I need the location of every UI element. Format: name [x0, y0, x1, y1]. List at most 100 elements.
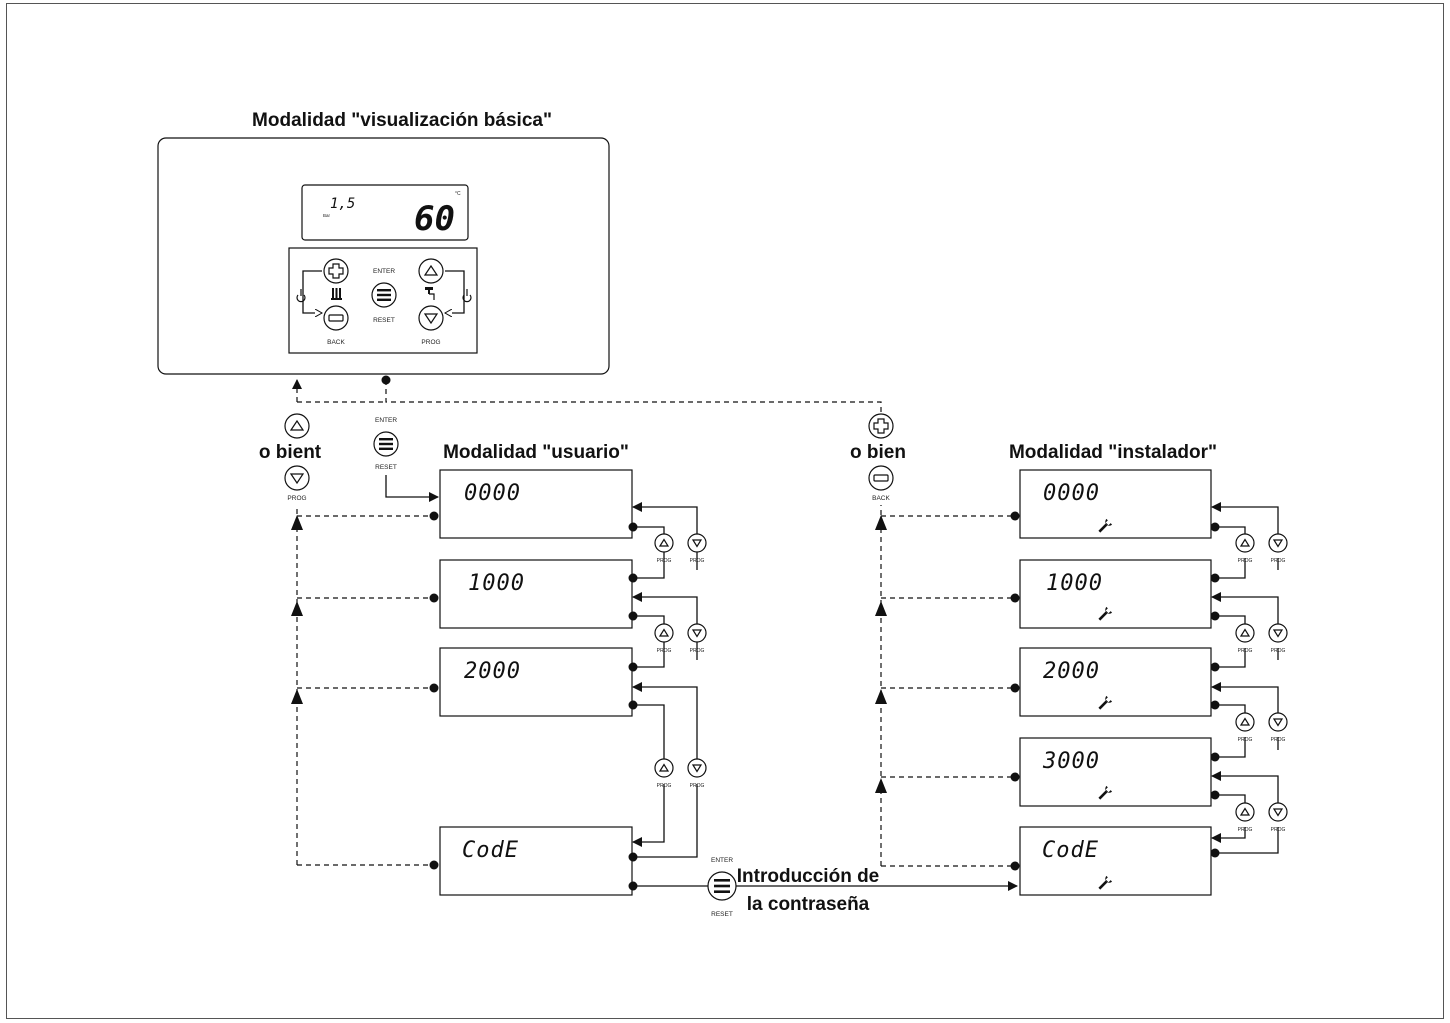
user-nav-up-button[interactable]: [654, 533, 674, 553]
wrench-icon: [1098, 606, 1113, 621]
menu-lines-icon: [379, 438, 393, 450]
connector-minus-button[interactable]: [868, 465, 894, 491]
installer-menu-item[interactable]: 2000: [1019, 647, 1212, 717]
nav-prog-label: PROG: [1238, 648, 1253, 654]
down-triangle-icon: [289, 473, 305, 485]
nav-prog-label: PROG: [1238, 827, 1253, 833]
up-triangle-icon: [658, 628, 670, 637]
enter-label-left: ENTER: [375, 417, 397, 424]
nav-prog-label: PROG: [1238, 558, 1253, 564]
nav-prog-label: PROG: [1271, 558, 1286, 564]
temperature-unit: °C: [455, 191, 461, 197]
nav-prog-label: PROG: [657, 648, 672, 654]
user-menu-item[interactable]: CodE: [439, 826, 633, 896]
minus-icon: [328, 314, 344, 322]
password-step-line2: la contraseña: [747, 894, 870, 915]
up-triangle-icon: [289, 419, 305, 431]
temperature-readout: 60: [414, 199, 455, 239]
installer-menu-code: 0000: [1043, 481, 1100, 506]
basic-lcd: [301, 184, 469, 241]
wrench-icon: [1098, 695, 1113, 710]
down-button[interactable]: [418, 305, 444, 331]
nav-prog-label: PROG: [657, 558, 672, 564]
user-nav-down-button[interactable]: [687, 533, 707, 553]
down-triangle-icon: [691, 539, 703, 548]
down-triangle-icon: [1272, 718, 1284, 727]
installer-menu-code: 3000: [1042, 749, 1100, 774]
back-label: BACK: [327, 339, 345, 346]
nav-prog-label: PROG: [1238, 737, 1253, 743]
wrench-icon: [1098, 518, 1113, 533]
power-icon: [296, 289, 306, 303]
power-icon: [462, 289, 472, 303]
installer-nav-up-button[interactable]: [1235, 623, 1255, 643]
wrench-icon: [1098, 875, 1113, 890]
installer-nav-down-button[interactable]: [1268, 623, 1288, 643]
user-menu-item[interactable]: 0000: [439, 469, 633, 539]
user-nav-down-button[interactable]: [687, 758, 707, 778]
installer-menu-code: 2000: [1043, 659, 1100, 684]
installer-nav-up-button[interactable]: [1235, 533, 1255, 553]
plus-icon: [873, 418, 889, 434]
user-mode-title: Modalidad "usuario": [443, 442, 629, 463]
installer-nav-up-button[interactable]: [1235, 712, 1255, 732]
up-triangle-icon: [423, 264, 439, 276]
back-label-right: BACK: [872, 495, 890, 502]
installer-menu-item[interactable]: 1000: [1019, 559, 1212, 629]
up-triangle-icon: [658, 763, 670, 772]
nav-prog-label: PROG: [1271, 737, 1286, 743]
user-nav-up-button[interactable]: [654, 623, 674, 643]
installer-nav-down-button[interactable]: [1268, 533, 1288, 553]
password-reset-label: RESET: [711, 911, 733, 918]
down-triangle-icon: [1272, 539, 1284, 548]
up-triangle-icon: [1239, 628, 1251, 637]
up-button[interactable]: [418, 258, 444, 284]
up-triangle-icon: [1239, 717, 1251, 726]
down-triangle-icon: [1272, 808, 1284, 817]
connector-plus-button[interactable]: [868, 413, 894, 439]
installer-menu-item[interactable]: CodE: [1019, 826, 1212, 896]
installer-menu-code: CodE: [1042, 838, 1099, 863]
connector-down-button[interactable]: [284, 465, 310, 491]
nav-prog-label: PROG: [1271, 827, 1286, 833]
user-nav-up-button[interactable]: [654, 758, 674, 778]
menu-lines-icon: [714, 879, 730, 893]
up-triangle-icon: [658, 538, 670, 547]
radiator-icon: [331, 288, 342, 300]
diagram-frame: [6, 3, 1444, 1019]
installer-nav-down-button[interactable]: [1268, 712, 1288, 732]
installer-menu-code: 1000: [1046, 571, 1103, 596]
down-triangle-icon: [423, 313, 439, 325]
connector-up-button[interactable]: [284, 413, 310, 439]
pressure-unit: Bar: [323, 213, 331, 218]
password-enter-label: ENTER: [711, 857, 733, 864]
connector-enter-button[interactable]: [373, 431, 399, 457]
prog-label: PROG: [421, 339, 440, 346]
nav-prog-label: PROG: [690, 558, 705, 564]
user-menu-item[interactable]: 1000: [439, 559, 633, 629]
user-nav-down-button[interactable]: [687, 623, 707, 643]
installer-menu-item[interactable]: 0000: [1019, 469, 1212, 539]
enter-button[interactable]: [371, 282, 397, 308]
wrench-icon: [1098, 785, 1113, 800]
user-menu-code: 0000: [464, 481, 521, 506]
minus-icon: [873, 474, 889, 482]
installer-nav-up-button[interactable]: [1235, 802, 1255, 822]
installer-nav-down-button[interactable]: [1268, 802, 1288, 822]
nav-prog-label: PROG: [690, 648, 705, 654]
down-triangle-icon: [691, 764, 703, 773]
up-triangle-icon: [1239, 538, 1251, 547]
installer-mode-title: Modalidad "instalador": [1009, 442, 1217, 463]
tap-icon: [425, 287, 435, 300]
nav-prog-label: PROG: [690, 783, 705, 789]
basic-mode-title: Modalidad "visualización básica": [252, 110, 552, 131]
user-menu-code: 2000: [464, 659, 521, 684]
installer-menu-item[interactable]: 3000: [1019, 737, 1212, 807]
plus-button[interactable]: [323, 258, 349, 284]
minus-button[interactable]: [323, 305, 349, 331]
or-text-right: o bien: [850, 442, 906, 463]
user-menu-item[interactable]: 2000: [439, 647, 633, 717]
up-triangle-icon: [1239, 807, 1251, 816]
password-enter-button[interactable]: [707, 871, 737, 901]
user-menu-code: CodE: [462, 838, 519, 863]
